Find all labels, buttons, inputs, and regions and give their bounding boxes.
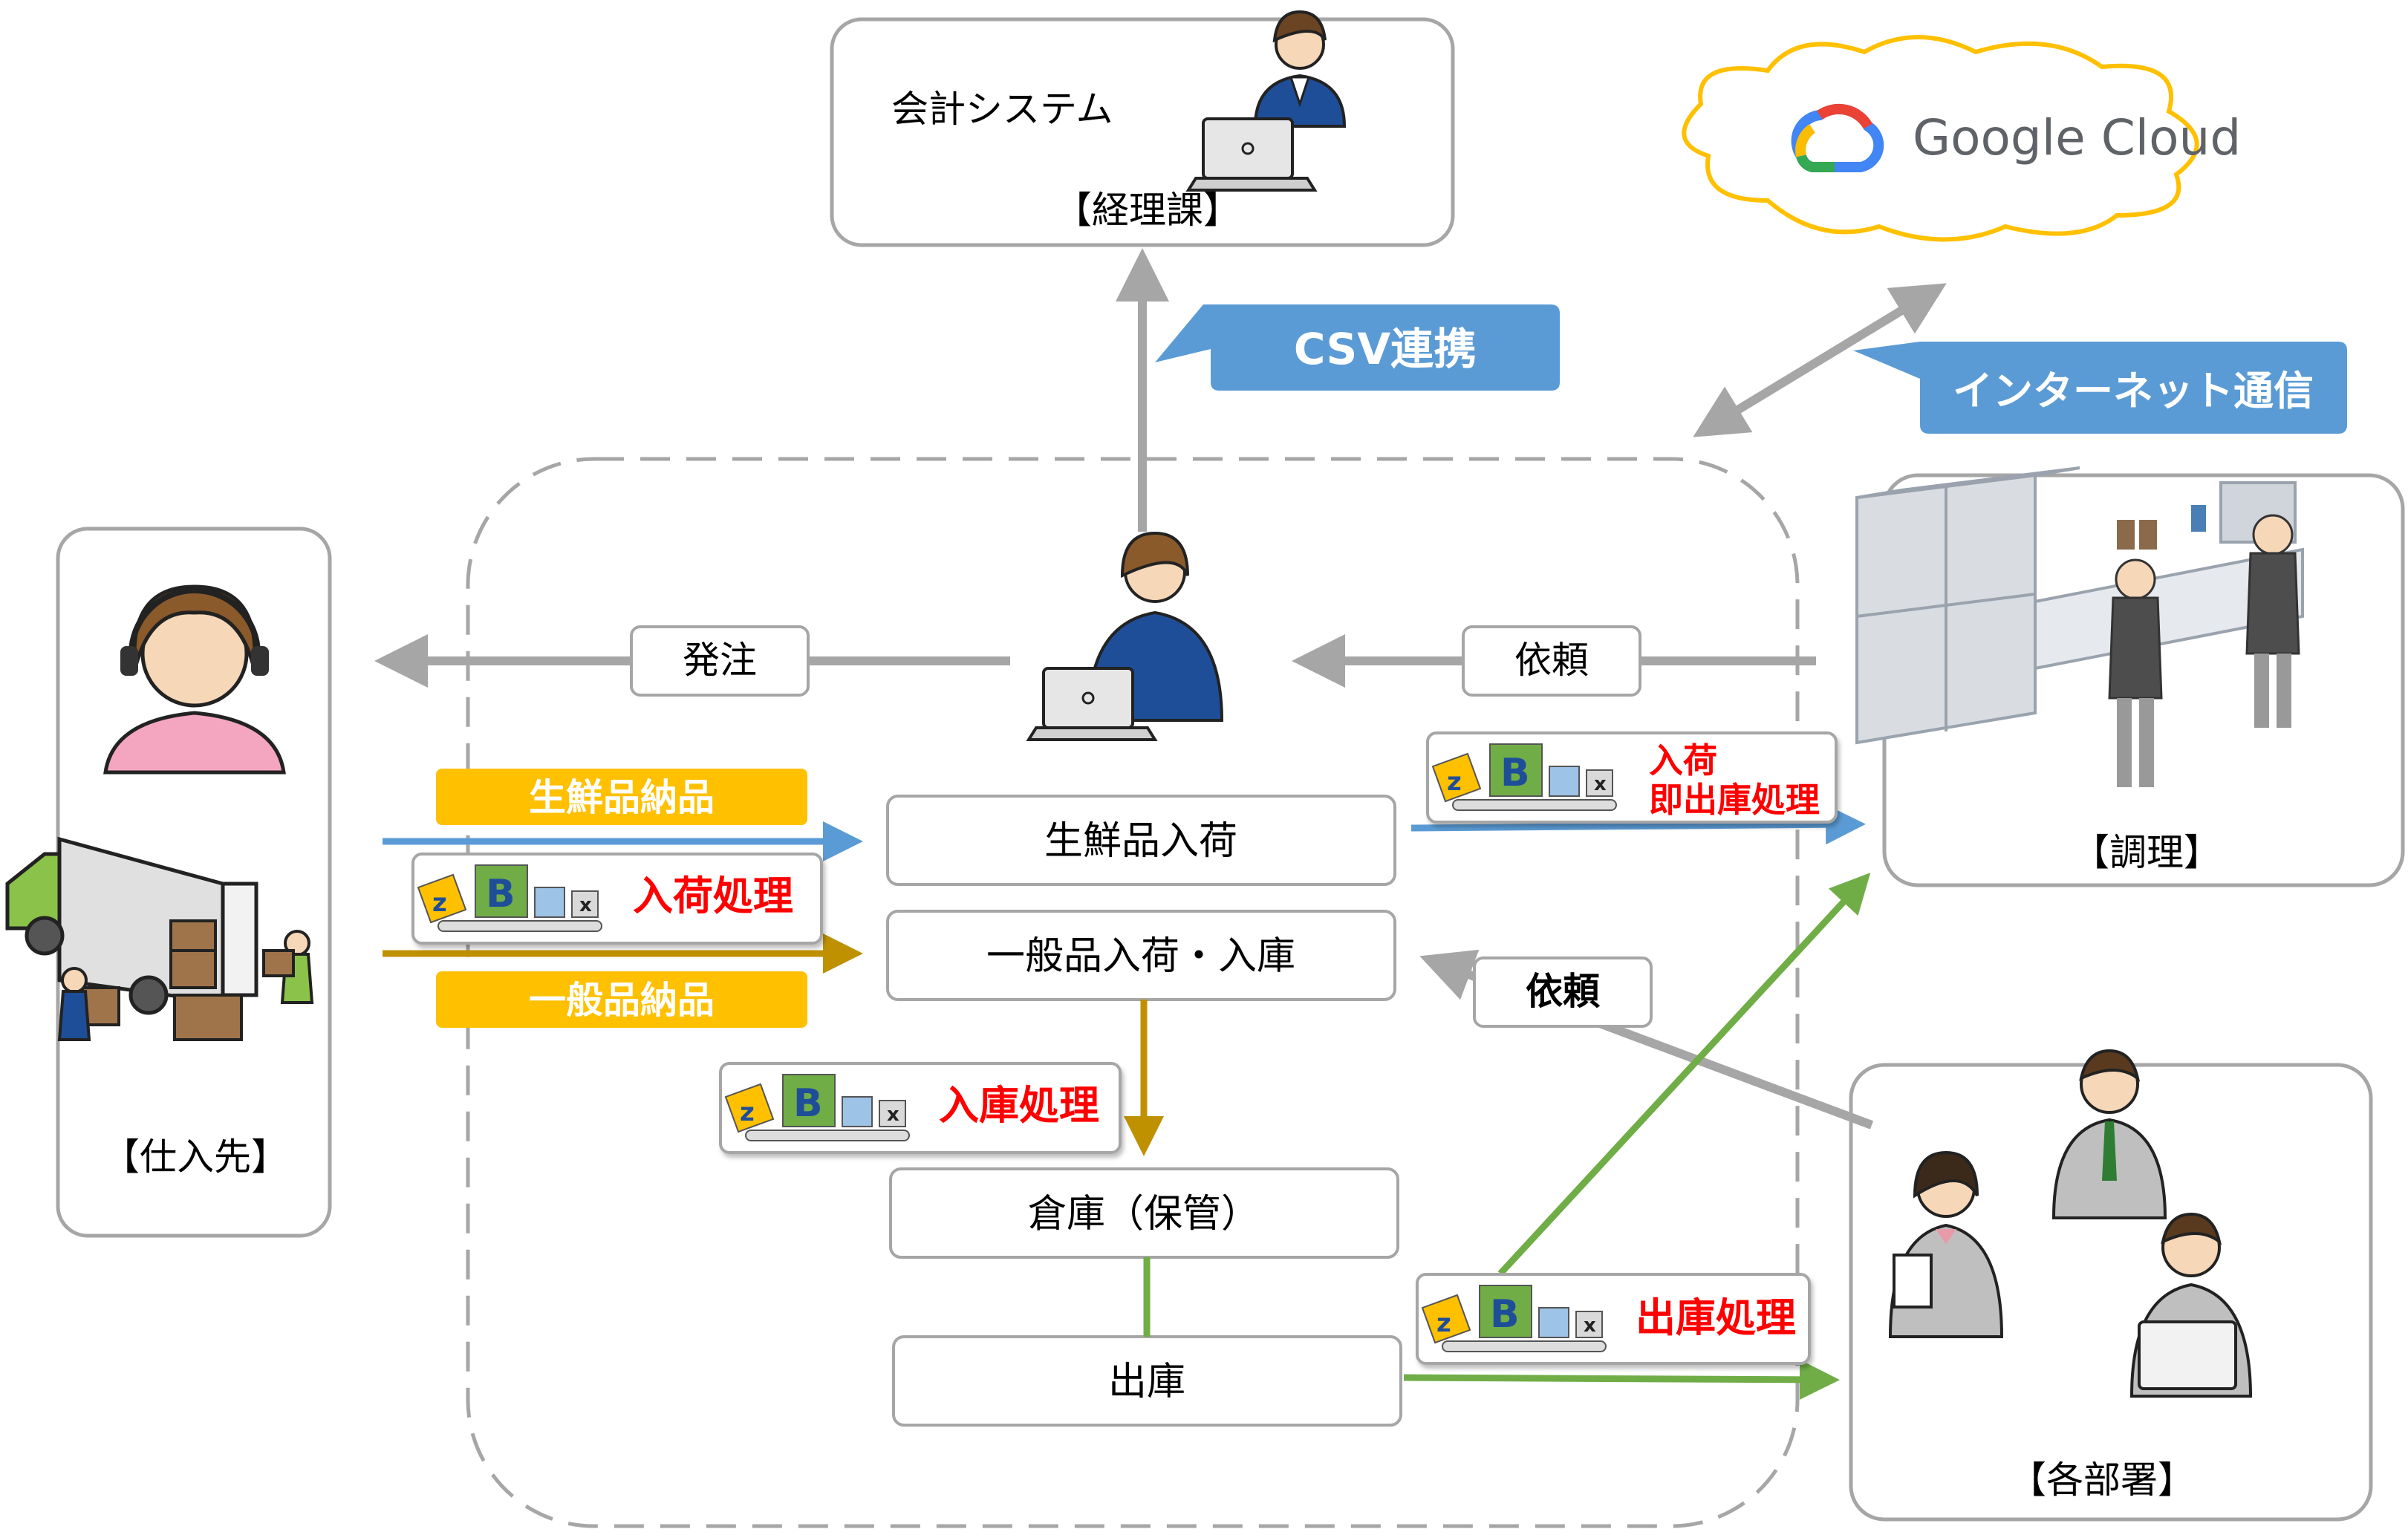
staff-group-icon <box>1888 1049 2253 1398</box>
svg-text:x: x <box>1594 773 1607 795</box>
svg-text:B: B <box>793 1081 823 1126</box>
zbox-logo-icon: z B x <box>1421 1285 1607 1352</box>
supplier-box: 【仕入先】 <box>5 527 332 1238</box>
svg-text:z: z <box>740 1098 755 1127</box>
svg-text:インターネット通信: インターネット通信 <box>1953 368 2314 414</box>
process-shipping: 出庫 <box>892 1335 1402 1427</box>
zbox-logo-icon: z B x <box>724 1074 910 1141</box>
svg-text:出庫: 出庫 <box>1108 1360 1185 1404</box>
google-cloud: Google Cloud <box>1682 35 2241 242</box>
google-cloud-label: Google Cloud <box>1913 109 2241 166</box>
zbox-receive-label: z B x 入荷処理 <box>411 853 823 945</box>
zbox-logo-icon: z B x <box>1431 743 1617 811</box>
svg-text:発注: 発注 <box>683 639 757 682</box>
svg-text:入庫処理: 入庫処理 <box>939 1082 1099 1129</box>
svg-text:B: B <box>1500 751 1530 795</box>
accounting-system-box: 会計システム 【経理課】 <box>830 10 1455 247</box>
svg-text:一般品納品: 一般品納品 <box>529 979 715 1022</box>
departments-label: 【各部署】 <box>2009 1459 2195 1502</box>
svg-text:z: z <box>1447 767 1462 797</box>
svg-text:即出庫処理: 即出庫処理 <box>1649 780 1820 820</box>
process-warehouse: 倉庫（保管） <box>889 1167 1399 1259</box>
kitchen-label: 【調理】 <box>2072 831 2221 874</box>
svg-text:入荷処理: 入荷処理 <box>633 873 793 919</box>
svg-text:生鮮品納品: 生鮮品納品 <box>529 776 715 819</box>
svg-text:z: z <box>432 888 447 918</box>
general-delivery-label: 一般品納品 <box>436 971 807 1028</box>
kitchen-illustration-icon <box>1855 466 2304 787</box>
svg-text:z: z <box>1436 1309 1451 1338</box>
svg-text:生鮮品入荷: 生鮮品入荷 <box>1044 819 1237 864</box>
zbox-immediate-label: z B x 入荷 即出庫処理 <box>1426 731 1838 824</box>
svg-text:入荷: 入荷 <box>1649 740 1717 780</box>
accounting-dept-label: 【経理課】 <box>1055 189 1240 232</box>
svg-text:B: B <box>486 872 515 916</box>
svg-text:x: x <box>1584 1314 1596 1337</box>
google-cloud-logo-icon <box>1791 103 1884 172</box>
zbox-ship-label: z B x 出庫処理 <box>1416 1273 1811 1365</box>
svg-text:CSV連携: CSV連携 <box>1294 324 1477 374</box>
request-label-dept: 依頼 <box>1473 956 1653 1028</box>
ship-to-departments-arrow <box>1403 1359 1840 1400</box>
cloud-icon <box>1682 35 2199 242</box>
ship-to-kitchen-arrow <box>1497 873 1871 1277</box>
order-label: 発注 <box>630 625 810 697</box>
svg-text:依頼: 依頼 <box>1514 639 1589 682</box>
inventory-clerk-icon <box>1027 531 1224 741</box>
kitchen-box: 【調理】 <box>1855 466 2405 887</box>
delivery-truck-icon <box>5 836 314 1041</box>
zbox-logo-icon: z B x <box>417 864 602 932</box>
svg-text:x: x <box>887 1104 899 1126</box>
svg-text:倉庫（保管）: 倉庫（保管） <box>1028 1192 1260 1236</box>
svg-text:依頼: 依頼 <box>1526 970 1601 1013</box>
svg-text:一般品入荷・入庫: 一般品入荷・入庫 <box>986 934 1295 979</box>
departments-box: 【各部署】 <box>1849 1049 2373 1522</box>
zbox-store-label: z B x 入庫処理 <box>719 1062 1122 1154</box>
process-fresh-arrival: 生鮮品入荷 <box>886 795 1396 886</box>
process-general-arrival: 一般品入荷・入庫 <box>886 910 1396 1001</box>
csv-callout: CSV連携 <box>1155 304 1560 391</box>
request-label-top: 依頼 <box>1462 625 1641 697</box>
accounting-title: 会計システム <box>891 88 1113 131</box>
svg-text:x: x <box>579 894 592 916</box>
operator-icon <box>103 584 286 775</box>
internet-arrow <box>1693 283 1947 437</box>
fresh-delivery-label: 生鮮品納品 <box>436 769 807 825</box>
supplier-label: 【仕入先】 <box>102 1135 288 1179</box>
internet-callout: インターネット通信 <box>1853 342 2347 434</box>
svg-text:出庫処理: 出庫処理 <box>1636 1294 1796 1341</box>
svg-text:B: B <box>1490 1292 1520 1337</box>
immediate-ship-arrow <box>1410 804 1866 845</box>
